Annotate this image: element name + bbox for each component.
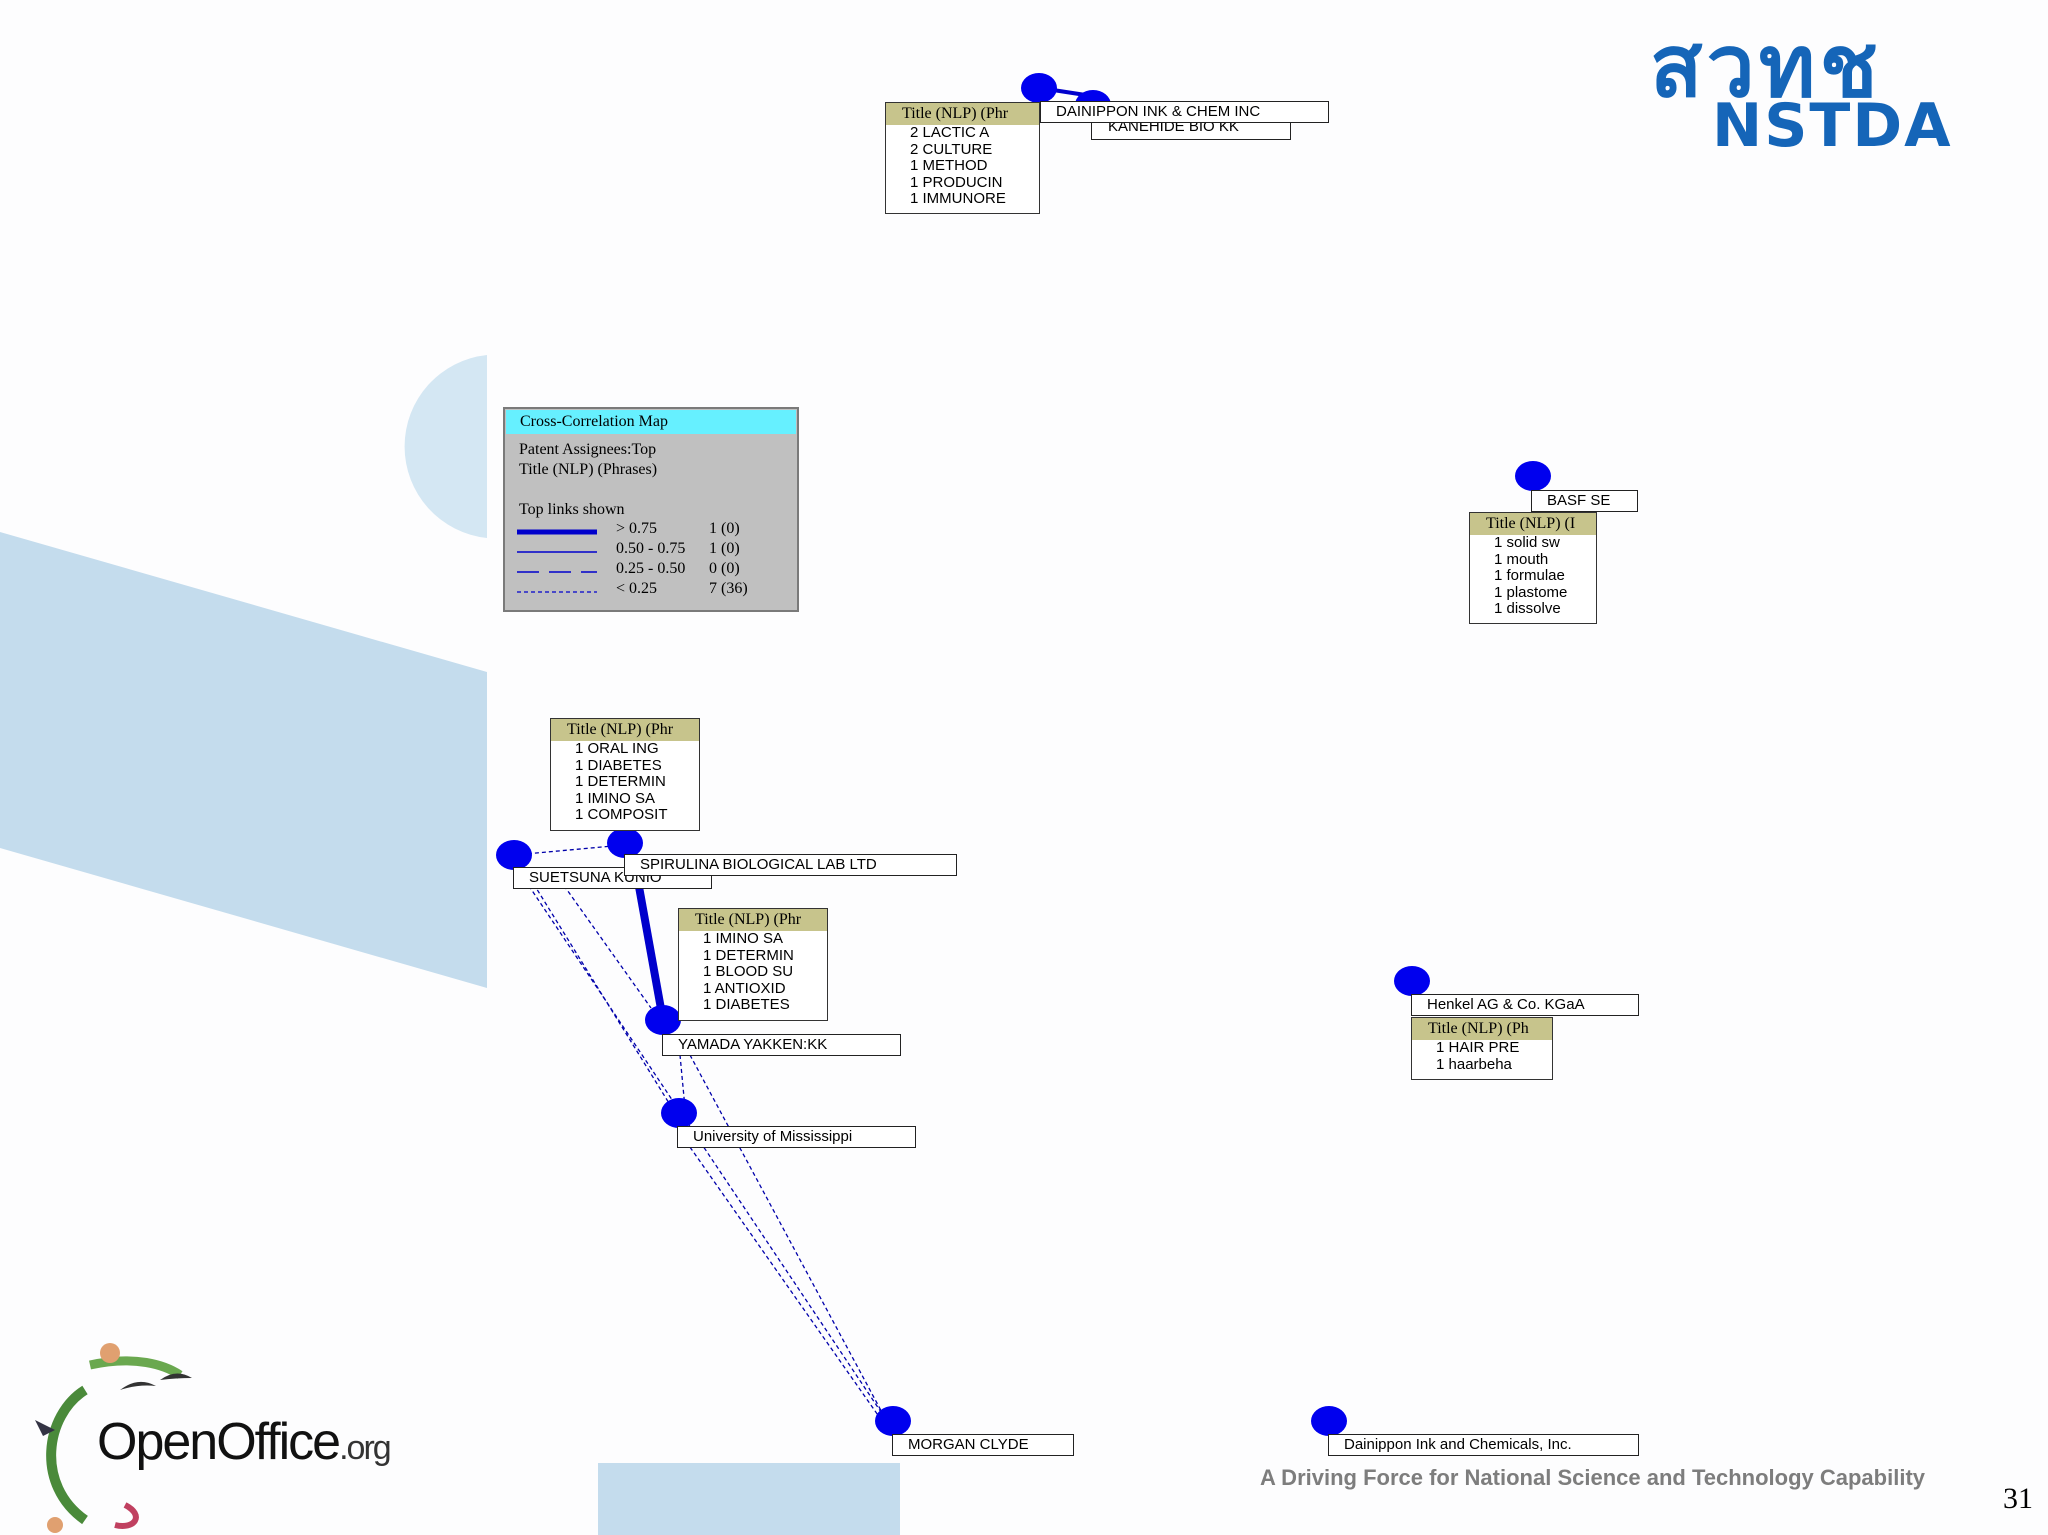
legend-line-title: Title (NLP) (Phrases) <box>519 461 658 478</box>
node-suetsuna[interactable] <box>496 840 532 870</box>
footer-tagline: A Driving Force for National Science and… <box>1260 1465 1926 1490</box>
title-box-header: Title (NLP) (Ph <box>1412 1018 1552 1040</box>
legend-line-sample <box>517 551 597 553</box>
title-box-header: Title (NLP) (I <box>1470 513 1596 535</box>
decor-bottom-block <box>598 1463 900 1535</box>
title-box-item: 2 CULTURE <box>910 140 993 158</box>
title-box-basf: Title (NLP) (I 1 solid sw 1 mouth 1 form… <box>1469 512 1597 624</box>
link-weak <box>524 879 886 1419</box>
title-box-header: Title (NLP) (Phr <box>679 909 827 931</box>
title-box-item: 1 dissolve <box>1494 600 1561 617</box>
node-dainippon-ink-chem[interactable] <box>1021 73 1057 103</box>
legend-count: 7 (36) <box>709 580 748 597</box>
title-box-item: 1 METHOD <box>910 157 988 174</box>
legend-line-sample <box>517 591 597 593</box>
node-mississippi[interactable] <box>661 1098 697 1128</box>
title-box-item: 1 ANTIOXID <box>703 979 786 997</box>
legend-row-weak: < 0.25 7 (36) <box>505 580 795 600</box>
legend-range: < 0.25 <box>616 580 658 597</box>
title-box-item: 1 DIABETES <box>575 756 662 774</box>
node-dainippon-chemicals[interactable] <box>1311 1406 1347 1436</box>
link-weak <box>677 1129 881 1419</box>
openoffice-suffix: .org <box>339 1429 392 1467</box>
title-box-spirulina: Title (NLP) (Phr 1 ORAL ING 1 DIABETES 1… <box>550 718 700 831</box>
title-box-item: 1 DIABETES <box>703 996 790 1013</box>
legend-line-assignees: Patent Assignees:Top <box>519 441 657 458</box>
nstda-logo-latin: NSTDA <box>1712 91 1953 161</box>
node-basf[interactable] <box>1515 461 1551 491</box>
legend-line-sample <box>517 529 597 535</box>
legend-count: 1 (0) <box>709 520 740 537</box>
label-mississippi[interactable]: University of Mississippi <box>677 1126 916 1148</box>
link-weak <box>559 879 652 1009</box>
page-number: 31 <box>2003 1482 2033 1515</box>
title-box-henkel: Title (NLP) (Ph 1 HAIR PRE 1 haarbeha <box>1411 1017 1553 1080</box>
title-box-header: Title (NLP) (Phr <box>886 103 1039 125</box>
title-box-item: 1 DETERMIN <box>575 773 666 790</box>
title-box-yamada: Title (NLP) (Phr 1 IMINO SA 1 DETERMIN 1… <box>678 908 828 1021</box>
nstda-logo-thai: สวทช <box>1650 17 1882 117</box>
label-morgan[interactable]: MORGAN CLYDE <box>892 1434 1074 1456</box>
legend-line-toplinks: Top links shown <box>519 501 625 518</box>
link-strong <box>632 869 667 1021</box>
label-spirulina[interactable]: SPIRULINA BIOLOGICAL LAB LTD <box>624 854 957 876</box>
openoffice-logo-icon <box>35 1343 192 1533</box>
title-box-item: 1 COMPOSIT <box>575 806 668 823</box>
title-box-item: 1 formulae <box>1494 567 1565 584</box>
legend-panel: Cross-Correlation Map Patent Assignees:T… <box>503 407 799 612</box>
label-henkel[interactable]: Henkel AG & Co. KGaA <box>1411 994 1639 1016</box>
legend-row-strong: > 0.75 1 (0) <box>505 520 795 540</box>
decor-band <box>0 532 487 988</box>
title-box-item: 1 mouth <box>1494 550 1549 568</box>
title-box-item: 1 IMINO SA <box>575 789 656 807</box>
node-yamada[interactable] <box>645 1005 681 1035</box>
legend-line-sample <box>517 571 597 573</box>
node-henkel[interactable] <box>1394 966 1430 996</box>
node-spirulina[interactable] <box>607 828 643 858</box>
decor-circle <box>404 355 487 538</box>
label-yamada[interactable]: YAMADA YAKKEN:KK <box>662 1034 901 1056</box>
legend-title: Cross-Correlation Map <box>506 410 796 434</box>
link-weak <box>513 844 625 856</box>
title-box-item: 1 haarbeha <box>1436 1055 1512 1073</box>
title-box-item: 1 BLOOD SU <box>703 963 794 980</box>
label-dainippon-chemicals[interactable]: Dainippon Ink and Chemicals, Inc. <box>1328 1434 1639 1456</box>
legend-row-low: 0.25 - 0.50 0 (0) <box>505 560 795 580</box>
openoffice-name: OpenOffice <box>97 1413 341 1471</box>
title-box-item: 1 DETERMIN <box>703 946 794 964</box>
legend-count: 1 (0) <box>709 540 740 557</box>
title-box-item: 2 LACTIC A <box>910 124 990 141</box>
title-box-header: Title (NLP) (Phr <box>551 719 699 741</box>
title-box-item: 1 IMMUNORE <box>910 190 1006 207</box>
label-basf[interactable]: BASF SE <box>1531 490 1638 512</box>
node-morgan[interactable] <box>875 1406 911 1436</box>
label-dainippon-ink-chem[interactable]: DAINIPPON INK & CHEM INC <box>1040 101 1329 123</box>
legend-count: 0 (0) <box>709 560 740 577</box>
legend-range: 0.50 - 0.75 <box>616 540 686 557</box>
openoffice-wordmark: OpenOffice.org <box>97 1412 392 1472</box>
legend-range: > 0.75 <box>616 520 658 537</box>
title-box-item: 1 IMINO SA <box>703 930 784 947</box>
legend-row-medium: 0.50 - 0.75 1 (0) <box>505 540 795 560</box>
title-box-item: 1 PRODUCIN <box>910 173 1003 191</box>
link-weak <box>689 1054 886 1419</box>
title-box-item: 1 HAIR PRE <box>1436 1039 1520 1056</box>
title-box-item: 1 plastome <box>1494 583 1568 601</box>
title-box-item: 1 ORAL ING <box>575 740 659 757</box>
title-box-item: 1 solid sw <box>1494 534 1560 551</box>
legend-range: 0.25 - 0.50 <box>616 560 686 577</box>
title-box-dainippon: Title (NLP) (Phr 2 LACTIC A 2 CULTURE 1 … <box>885 102 1040 214</box>
